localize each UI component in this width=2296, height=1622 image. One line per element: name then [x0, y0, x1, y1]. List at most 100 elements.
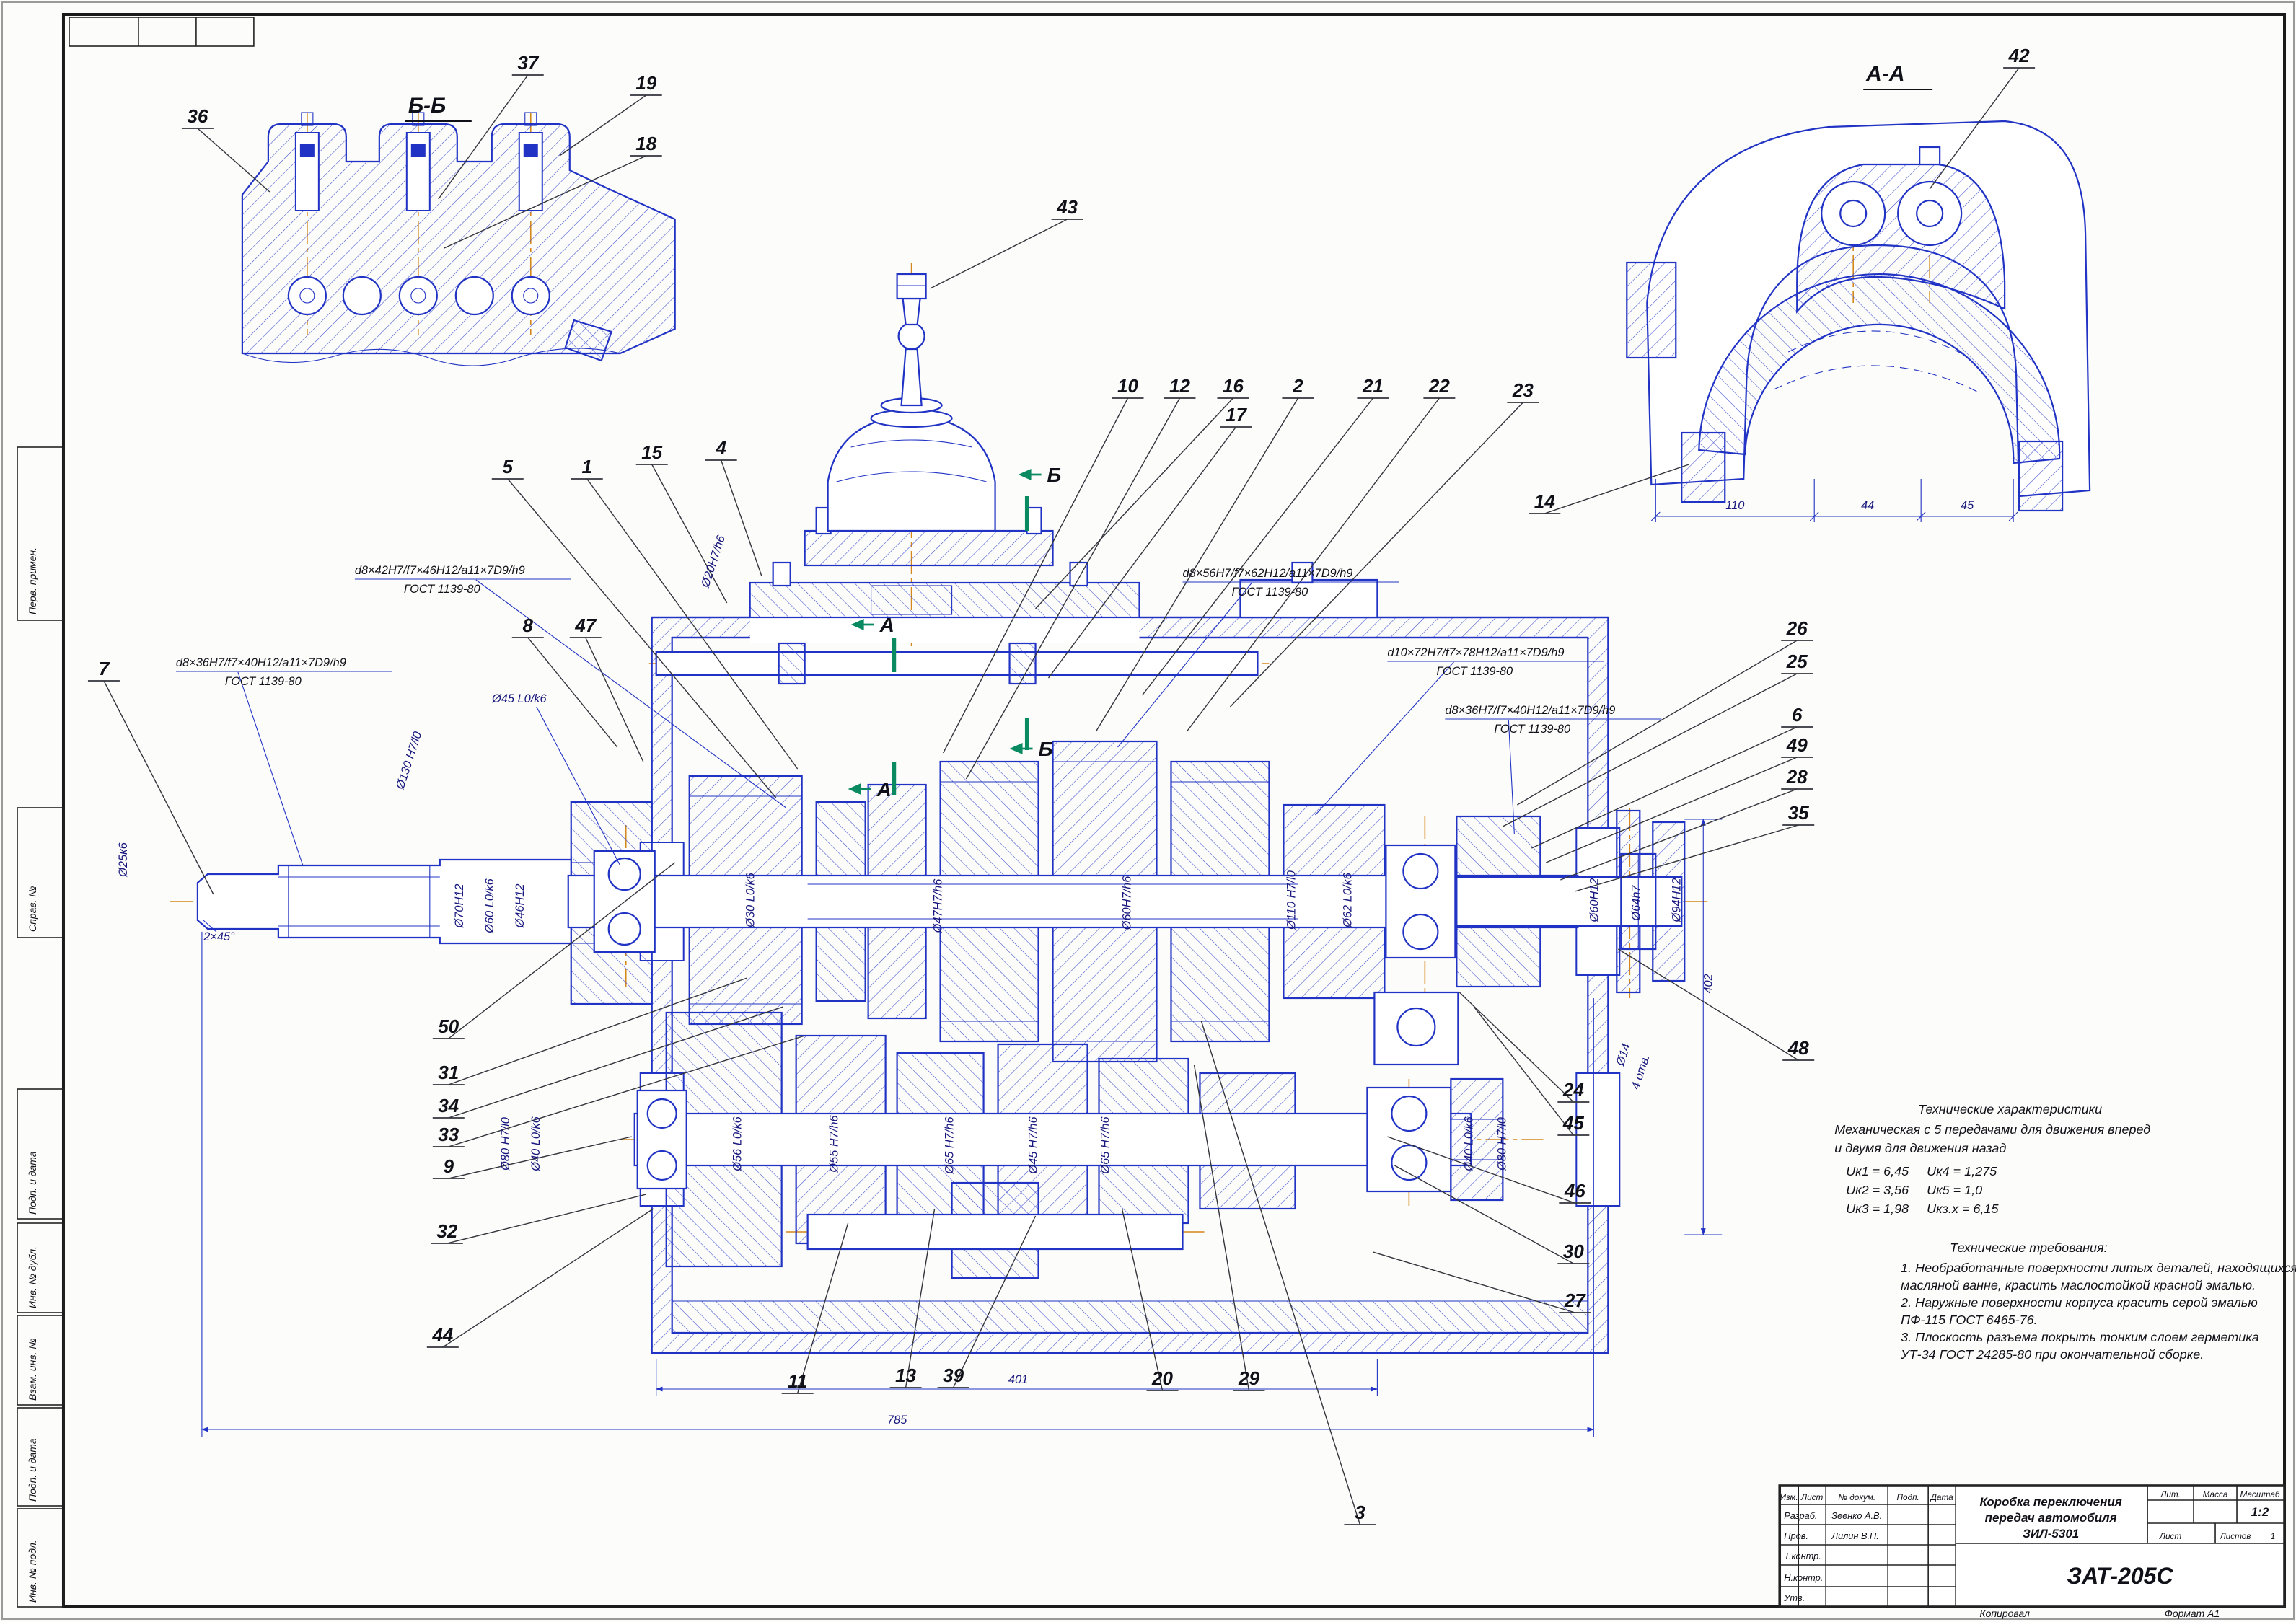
- callout-number: 3: [1355, 1502, 1365, 1523]
- tech-requirements-line: 2. Наружные поверхности корпуса красить …: [1900, 1295, 2258, 1310]
- tech-requirements-line: Технические требования:: [1950, 1240, 2107, 1255]
- tb-razrab: Разраб.: [1784, 1510, 1817, 1521]
- tech-characteristics-line: Uк3 = 1,98 Uкз.х = 6,15: [1846, 1202, 1999, 1216]
- section-cut-mark: Б: [1018, 464, 1061, 486]
- dimension-label-group: Ø80 H7/l0: [1495, 1117, 1508, 1171]
- svg-text:и двумя для движения назад: и двумя для движения назад: [1834, 1141, 2006, 1155]
- callout: 26: [1516, 617, 1813, 806]
- callout-number: 26: [1786, 617, 1808, 639]
- dimension-text: 785: [887, 1414, 907, 1427]
- callout: 50: [432, 862, 676, 1039]
- spline-spec: d8×36H7/f7×40H12/a11×7D9/h9: [176, 656, 346, 669]
- callout: 22: [1186, 375, 1456, 732]
- tb-part-name-1: Коробка переключения: [1979, 1495, 2121, 1509]
- callout-number: 6: [1792, 704, 1803, 726]
- dimension-lines: [201, 579, 1723, 1437]
- section-aa-title: А-А: [1865, 62, 1904, 86]
- frame-strip-cell: Взам. инв. №: [17, 1315, 64, 1406]
- dimension-label-group: Ø64h7: [1629, 885, 1642, 922]
- dimension-text-group: 401: [1008, 1373, 1028, 1386]
- dimension-text-group: 785: [887, 1414, 907, 1427]
- detent-ball: [410, 144, 426, 157]
- dimension-label-group: Ø60H7/h6: [1121, 876, 1134, 931]
- callout: 10: [942, 375, 1144, 754]
- callout: 4: [705, 437, 762, 576]
- cut-letter: А: [876, 778, 892, 801]
- frame-strip-cell: Справ. №: [17, 807, 64, 938]
- shift-rail: [655, 651, 1259, 676]
- callout: 2: [1095, 375, 1314, 732]
- svg-text:2. Наружные поверхности корпус: 2. Наружные поверхности корпуса красить …: [1900, 1295, 2258, 1310]
- callout: 46: [1387, 1136, 1591, 1204]
- tech-requirements-line: 1. Необработанные поверхности литых дета…: [1901, 1261, 2296, 1275]
- svg-text:ПФ-115 ГОСТ 6465-76.: ПФ-115 ГОСТ 6465-76.: [1901, 1313, 2038, 1327]
- tb-col-list: Лист: [1800, 1493, 1824, 1502]
- countershaft: [633, 1112, 1472, 1167]
- output-flange-assembly: [1456, 809, 1686, 994]
- dimension-label-group: Ø70H12: [453, 883, 466, 928]
- shift-tower-bell: [827, 417, 996, 532]
- callout: 15: [635, 441, 728, 604]
- dimension-label-group: Ø46H12: [514, 883, 527, 928]
- cut-letter: Б: [1039, 738, 1053, 760]
- dimension-label: Ø70H12: [453, 883, 466, 928]
- callout-number: 34: [438, 1095, 459, 1116]
- callout: 39: [937, 1215, 1037, 1388]
- callout-number: 37: [517, 52, 539, 74]
- gear-lever-lower: [900, 348, 923, 407]
- section-cut-mark: А: [850, 614, 894, 636]
- callout-number: 33: [438, 1124, 459, 1145]
- callout: 12: [965, 375, 1196, 780]
- callout: 23: [1229, 379, 1539, 708]
- dimension-label-group: 4 отв.: [1629, 1053, 1652, 1091]
- callout-number: 39: [943, 1365, 964, 1386]
- cover-bolt: [772, 561, 791, 587]
- svg-text:Технические требования:: Технические требования:: [1950, 1240, 2107, 1255]
- callout: 8: [511, 614, 618, 748]
- callout-number: 7: [99, 658, 110, 679]
- tb-utv: Утв.: [1783, 1592, 1805, 1603]
- callout: 36: [181, 105, 270, 193]
- tb-masshtab: Масштаб: [2240, 1490, 2280, 1499]
- frame-strip-cell: Перв. примен.: [17, 446, 64, 621]
- tb-razrab-name: Зеенко А.В.: [1831, 1510, 1882, 1521]
- tb-part-name-3: ЗИЛ-5301: [2023, 1527, 2079, 1541]
- spline-designation: d8×36H7/f7×40H12/a11×7D9/h9 ГОСТ 1139-80: [175, 656, 392, 688]
- callout: 21: [1141, 375, 1389, 696]
- mount-block: [1626, 261, 1677, 359]
- section-bb-title: Б-Б: [408, 94, 446, 118]
- frame-strip-label: Подп. и дата: [27, 1438, 38, 1502]
- frame-strip-cell: Инв. № дубл.: [17, 1222, 64, 1313]
- callout-number: 46: [1564, 1180, 1585, 1202]
- callout-number: 13: [895, 1365, 916, 1386]
- spline-gost: ГОСТ 1139-80: [225, 675, 302, 688]
- section-cut-mark: А: [848, 778, 892, 801]
- dimension-label: Ø62 L0/k6: [1341, 872, 1354, 927]
- callout: 30: [1394, 1165, 1590, 1264]
- tech-requirements-line: УТ-34 ГОСТ 24285-80 при окончательной сб…: [1900, 1347, 2204, 1362]
- dimension-text-group: 110: [1725, 499, 1744, 512]
- svg-text:Uк2 = 3,56 Uк5 = 1,0: Uк2 = 3,56 Uк5 = 1,0: [1846, 1183, 1982, 1197]
- spline-spec: d8×56H7/f7×62H12/a11×7D9/h9: [1182, 567, 1352, 580]
- callout: 33: [432, 1035, 805, 1147]
- fork-pad-right: [2018, 440, 2064, 512]
- callout-number: 8: [523, 614, 534, 636]
- callout-number: 31: [438, 1062, 459, 1083]
- callout-number: 25: [1786, 651, 1808, 672]
- cut-letter: А: [879, 614, 894, 636]
- dimension-text-group: 44: [1861, 499, 1874, 512]
- spline-designation: d10×72H7/f7×78H12/a11×7D9/h9 ГОСТ 1139-8…: [1387, 646, 1604, 678]
- svg-text:3. Плоскость разъема покрыть т: 3. Плоскость разъема покрыть тонким слое…: [1901, 1330, 2259, 1344]
- callout-number: 21: [1362, 375, 1384, 397]
- dimension-label-group: Ø47H7/h6: [932, 878, 945, 934]
- callout-number: 19: [635, 72, 656, 94]
- frame-strip-cell: Подп. и дата: [17, 1088, 64, 1220]
- lock-bracket: [564, 319, 613, 362]
- dimension-label-group: Ø40 L0/k6: [1462, 1116, 1475, 1171]
- callout-number: 30: [1563, 1240, 1584, 1262]
- callout: 11: [781, 1222, 849, 1394]
- gear-lever-upper: [902, 297, 921, 326]
- svg-text:Механическая с 5 передачами дл: Механическая с 5 передачами для движения…: [1834, 1122, 2150, 1137]
- frame-strip-label: Взам. инв. №: [27, 1338, 38, 1401]
